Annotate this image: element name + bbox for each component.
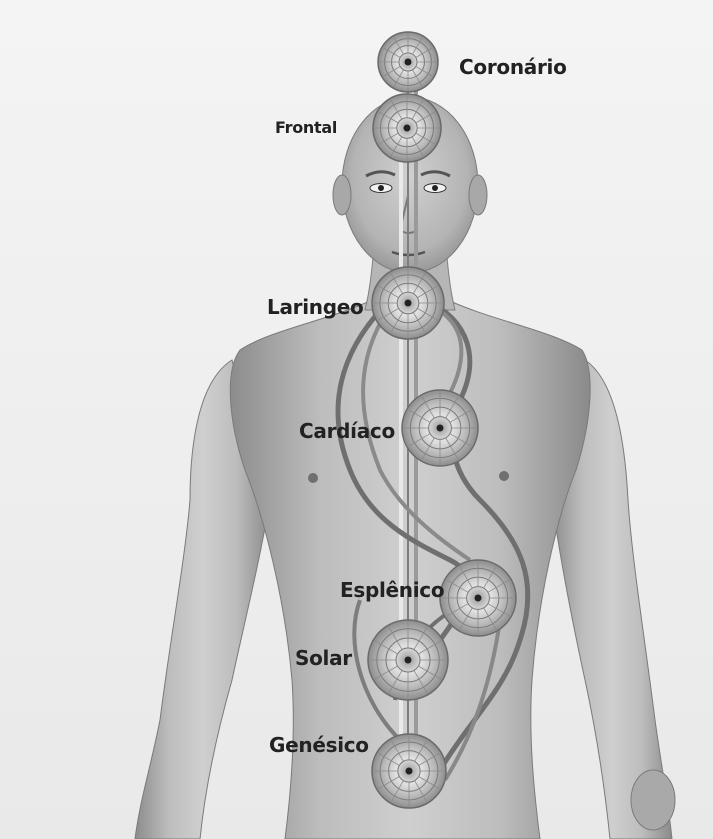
label-coronario: Coronário (459, 55, 567, 79)
left-pupil (378, 185, 384, 191)
right-hand (631, 770, 675, 830)
label-genesico: Genésico (269, 733, 369, 757)
left-ear (333, 175, 351, 215)
right-nipple (499, 471, 509, 481)
chakra-disc-laringeo (372, 267, 444, 339)
right-pupil (432, 185, 438, 191)
chakra-disc-cardiaco (402, 390, 478, 466)
label-solar: Solar (295, 646, 352, 670)
left-nipple (308, 473, 318, 483)
right-ear (469, 175, 487, 215)
chakra-disc-esplenico (440, 560, 516, 636)
label-laringeo: Laringeo (267, 295, 363, 319)
label-frontal: Frontal (275, 118, 337, 137)
chakra-disc-genesico (372, 734, 446, 808)
chakra-disc-solar (368, 620, 448, 700)
chakra-disc-coronario (378, 32, 438, 92)
chakra-disc-frontal (373, 94, 441, 162)
label-cardiaco: Cardíaco (299, 419, 395, 443)
label-esplenico: Esplênico (340, 578, 444, 602)
